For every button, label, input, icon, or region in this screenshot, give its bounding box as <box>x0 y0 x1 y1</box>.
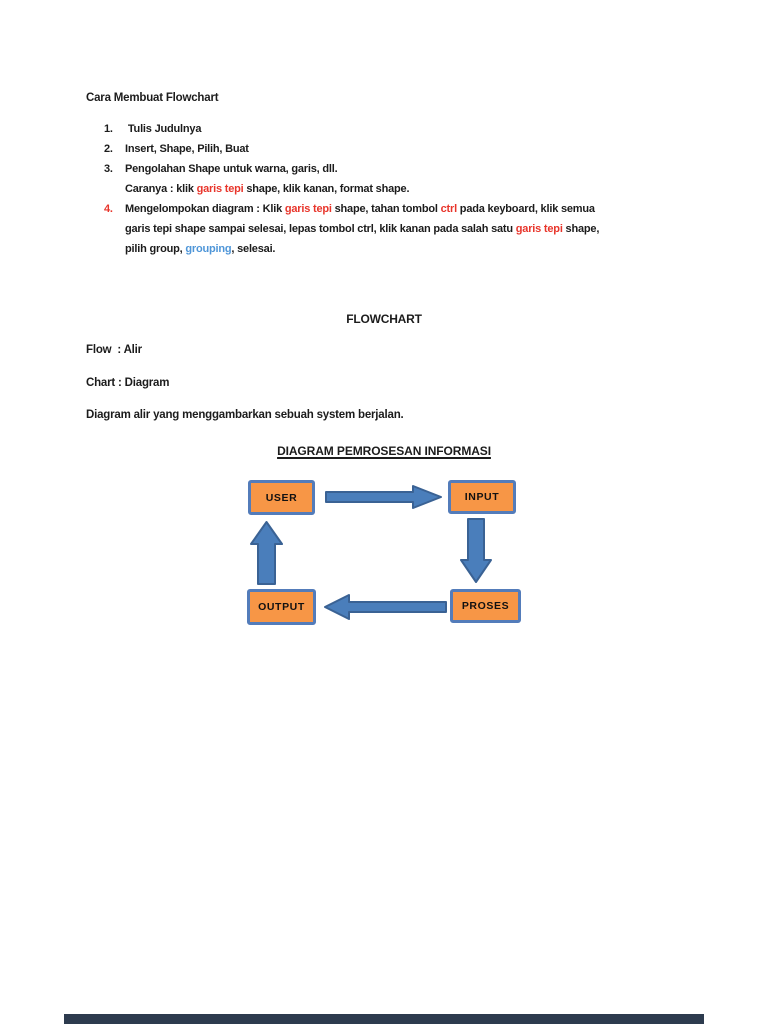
list-number: 4. <box>104 203 113 215</box>
node-output: OUTPUT <box>247 589 316 625</box>
node-input: INPUT <box>448 480 516 514</box>
node-label: OUTPUT <box>258 601 305 613</box>
node-proses: PROSES <box>450 589 521 623</box>
page-title: Cara Membuat Flowchart <box>86 92 219 104</box>
arrow-output-to-user-icon <box>250 521 283 585</box>
arrow-input-to-proses-icon <box>460 518 492 583</box>
highlight-blue: grouping <box>185 243 232 255</box>
list-text: garis tepi shape sampai selesai, lepas t… <box>125 223 600 235</box>
section-description: Diagram alir yang menggambarkan sebuah s… <box>86 409 404 421</box>
node-user: USER <box>248 480 315 515</box>
node-label: USER <box>265 491 298 504</box>
list-item: 3. Pengolahan Shape untuk warna, garis, … <box>0 163 768 183</box>
list-number: 3. <box>104 163 113 175</box>
list-text: pilih group, grouping, selesai. <box>125 243 276 255</box>
instruction-list: 1. Tulis Judulnya 2. Insert, Shape, Pili… <box>0 123 768 263</box>
highlight-red: garis tepi <box>196 183 244 195</box>
highlight-red: garis tepi <box>284 203 332 215</box>
list-text: Pengolahan Shape untuk warna, garis, dll… <box>125 163 338 175</box>
list-text: Mengelompokan diagram : Klik garis tepi … <box>125 203 595 215</box>
list-text: Insert, Shape, Pilih, Buat <box>125 143 249 155</box>
node-label: PROSES <box>461 600 510 612</box>
list-text: Caranya : klik garis tepi shape, klik ka… <box>125 183 410 195</box>
list-item-continuation: garis tepi shape sampai selesai, lepas t… <box>0 223 768 243</box>
arrow-user-to-input-icon <box>325 485 442 509</box>
list-item-continuation: Caranya : klik garis tepi shape, klik ka… <box>0 183 768 203</box>
arrow-proses-to-output-icon <box>324 594 447 620</box>
definition-flow: Flow : Alir <box>86 344 142 356</box>
viewer-bottom-bar <box>64 1014 704 1024</box>
list-item: 1. Tulis Judulnya <box>0 123 768 143</box>
list-number: 2. <box>104 143 113 155</box>
diagram-title: DIAGRAM PEMROSESAN INFORMASI <box>277 444 491 458</box>
list-item: 2. Insert, Shape, Pilih, Buat <box>0 143 768 163</box>
list-number: 1. <box>104 123 113 135</box>
highlight-red: ctrl <box>440 203 458 215</box>
node-label: INPUT <box>464 491 500 503</box>
highlight-red: garis tepi <box>515 223 563 235</box>
list-item: 4. Mengelompokan diagram : Klik garis te… <box>0 203 768 223</box>
list-item-continuation: pilih group, grouping, selesai. <box>0 243 768 263</box>
definition-chart: Chart : Diagram <box>86 377 170 389</box>
section-title: FLOWCHART <box>346 312 422 326</box>
list-text: Tulis Judulnya <box>125 123 202 135</box>
